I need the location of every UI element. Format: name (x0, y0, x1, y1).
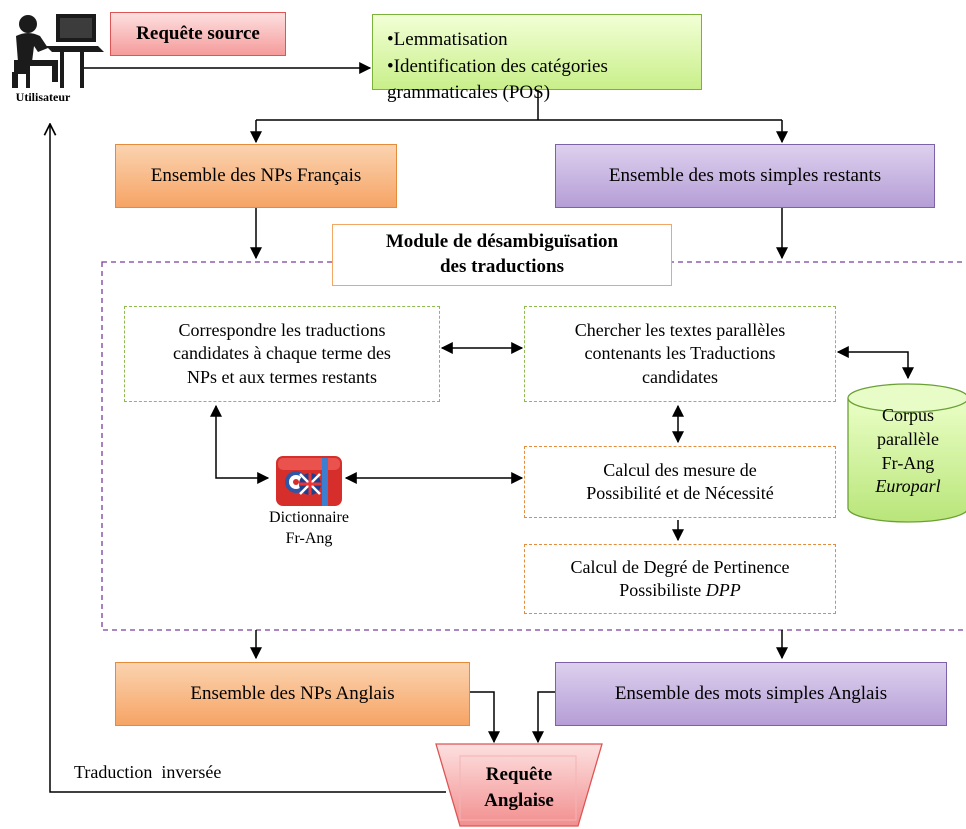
correspond-box: Correspondre les traductions candidates … (124, 306, 440, 402)
dpp-acronym: DPP (705, 580, 741, 600)
mots-en-label: Ensemble des mots simples Anglais (614, 682, 888, 704)
user-at-computer-icon (12, 14, 104, 88)
calcul-mesure-line1: Calcul des mesure de (603, 459, 757, 480)
correspond-line3: NPs et aux termes restants (187, 366, 377, 387)
preprocessing-box: •Lemmatisation •Identification des catég… (372, 14, 702, 103)
dictionnaire-line1: Dictionnaire (269, 509, 349, 526)
np-en-label: Ensemble des NPs Anglais (190, 682, 395, 704)
calcul-dpp-line1: Calcul de Degré de Pertinence (570, 556, 790, 577)
dictionnaire-label: Dictionnaire Fr-Ang (244, 508, 374, 550)
correspond-line1: Correspondre les traductions (178, 319, 386, 340)
corpus-cylinder (847, 383, 966, 523)
user-label: Utilisateur (15, 90, 71, 104)
requete-source-label: Requête source (136, 22, 260, 44)
corpus-line4: Europarl (875, 476, 941, 497)
np-fr-label: Ensemble des NPs Français (150, 164, 362, 186)
lemmatisation-line: •Lemmatisation (387, 29, 508, 50)
chercher-line1: Chercher les textes parallèles (574, 319, 786, 340)
mots-fr-label: Ensemble des mots simples restants (608, 164, 882, 186)
calcul-mesure-line2: Possibilité et de Nécessité (586, 483, 774, 503)
pos-line: •Identification des catégories grammatic… (387, 55, 608, 104)
calcul-mesure-box: Calcul des mesure de Possibilité et de N… (524, 446, 836, 518)
dictionnaire-line2: Fr-Ang (285, 529, 333, 547)
calcul-dpp-box: Calcul de Degré de Pertinence Possibilis… (524, 544, 836, 614)
requete-anglaise-shape (435, 743, 603, 827)
module-title-line1: Module de désambiguïsation (385, 231, 619, 253)
requete-source-box: Requête source (110, 12, 286, 56)
np-fr-box: Ensemble des NPs Français (115, 144, 397, 208)
requete-anglaise-line2: Anglaise (484, 789, 554, 811)
module-title-box: Module de désambiguïsation des traductio… (332, 224, 672, 286)
corpus-line1: Corpus (881, 405, 934, 425)
requete-anglaise-line1: Requête (485, 764, 553, 785)
chercher-box: Chercher les textes parallèles contenant… (524, 306, 836, 402)
calcul-dpp-line2: Possibiliste (619, 580, 702, 600)
french-english-dictionary-icon (276, 456, 342, 506)
mots-fr-box: Ensemble des mots simples restants (555, 144, 935, 208)
correspond-line2: candidates à chaque terme des (173, 343, 391, 364)
corpus-line2: parallèle (877, 428, 939, 449)
requete-anglaise-label: Requête Anglaise (460, 762, 578, 813)
chercher-line2: contenants les Traductions (584, 343, 776, 364)
chercher-line3: candidates (642, 366, 718, 387)
corpus-line3: Fr-Ang (881, 452, 935, 473)
module-title-line2: des traductions (439, 256, 565, 277)
np-en-box: Ensemble des NPs Anglais (115, 662, 470, 726)
corpus-label: Corpus parallèle Fr-Ang Europarl (848, 404, 966, 499)
traduction-inversee-label: Traduction inversée (74, 762, 222, 782)
mots-en-box: Ensemble des mots simples Anglais (555, 662, 947, 726)
feedback-arrow (50, 124, 446, 793)
